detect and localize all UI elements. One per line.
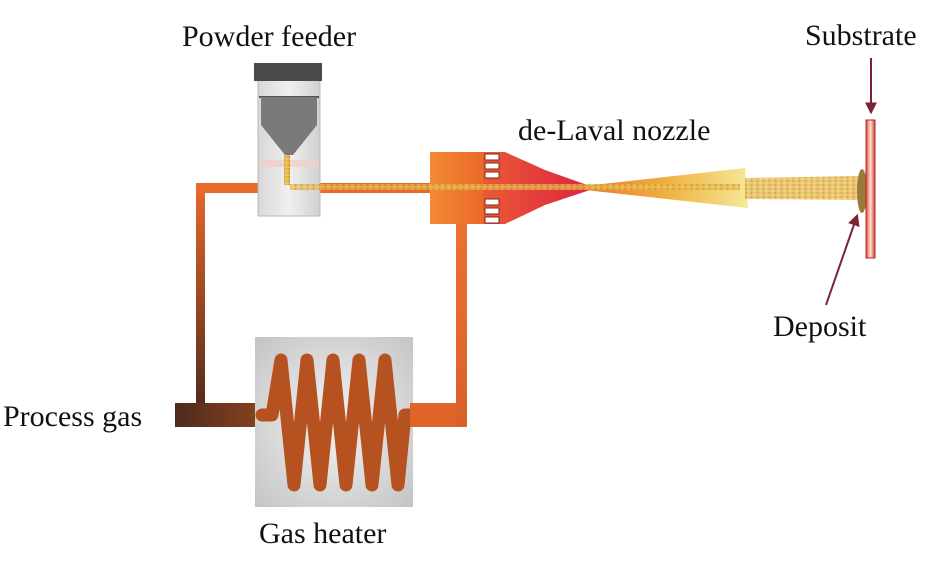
- heater-coil: [255, 353, 427, 492]
- deposit: [857, 169, 867, 213]
- substrate: [865, 119, 876, 259]
- powder-stream-feed: [284, 155, 290, 185]
- feeder-hopper-cone: [261, 97, 317, 155]
- heated-gas-riser-pipe: [456, 222, 467, 427]
- label-nozzle: de-Laval nozzle: [518, 114, 710, 147]
- label-substrate: Substrate: [805, 19, 917, 52]
- deposit-arrow: [825, 213, 860, 306]
- feeder-cap: [254, 63, 322, 81]
- label-deposit: Deposit: [773, 310, 867, 343]
- gas-bypass-pipe: [196, 183, 205, 411]
- de-laval-nozzle: [290, 152, 748, 224]
- spray-jet: [745, 176, 862, 200]
- powder-feeder: [254, 63, 322, 217]
- particle-stream-core: [290, 184, 740, 190]
- nozzle-inlet-grid: [484, 153, 500, 224]
- label-powder-feeder: Powder feeder: [182, 20, 356, 53]
- label-process-gas: Process gas: [3, 400, 142, 433]
- label-gas-heater: Gas heater: [259, 517, 386, 550]
- process-gas-inlet-pipe: [175, 403, 265, 427]
